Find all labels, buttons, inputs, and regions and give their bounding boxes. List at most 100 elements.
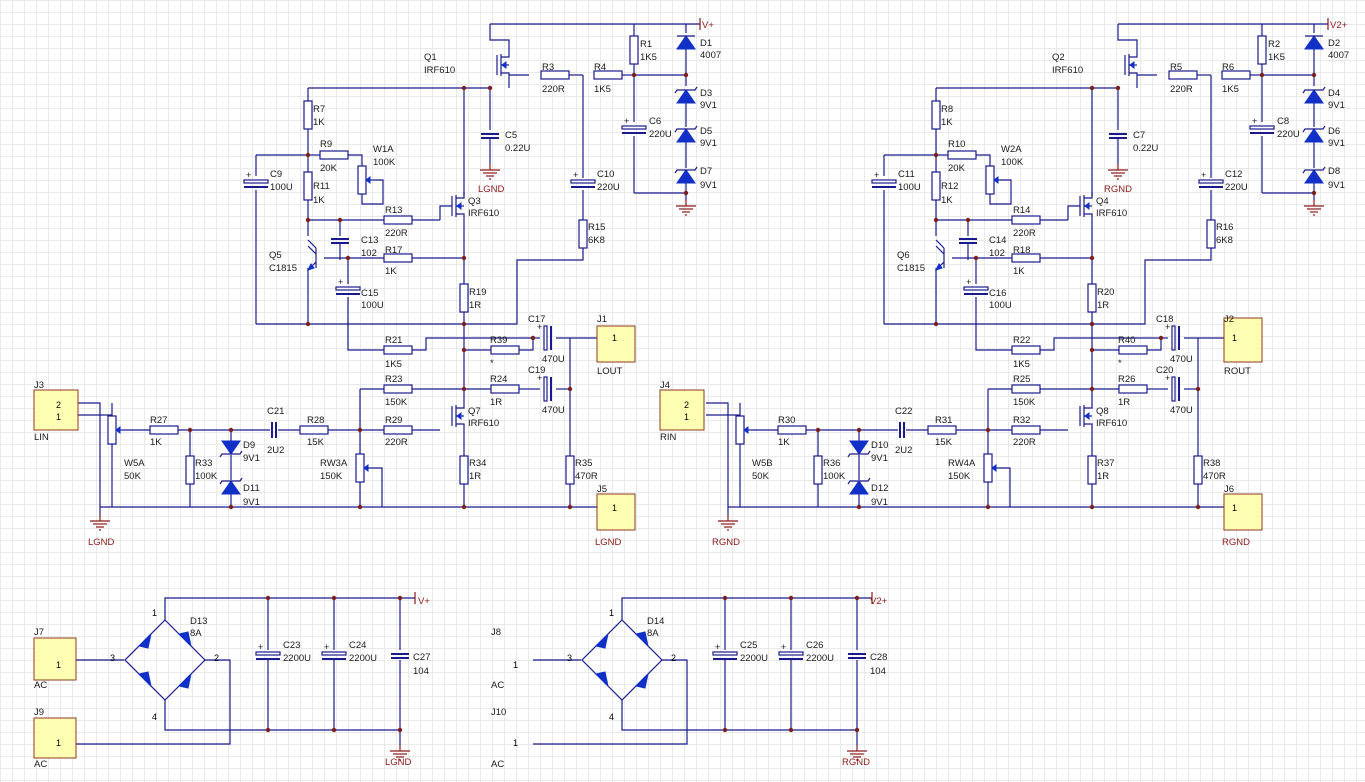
junction-dot [856, 504, 862, 510]
label-w5a: W5A [124, 458, 145, 469]
label-r31v: 15K [935, 437, 953, 448]
q5-transistor [307, 245, 317, 271]
j4-connector [659, 389, 705, 431]
label-c5: C5 [505, 130, 517, 141]
r11-resistor [303, 171, 313, 201]
label-d8v: 9V1 [1328, 180, 1345, 191]
label-r12: R12 [941, 181, 958, 192]
label-d13: D13 [190, 616, 207, 627]
r7-resistor [303, 100, 313, 130]
r5-resistor [1168, 70, 1198, 80]
label-r11v: 1K [313, 195, 325, 206]
label-rin: RIN [660, 432, 677, 443]
j1-connector [596, 325, 636, 363]
label-ac4: AC [491, 759, 504, 770]
r28-resistor [299, 425, 329, 435]
junction-dot [337, 217, 343, 223]
label-rw4av: 150K [948, 471, 971, 482]
label-j4p2: 2 [684, 400, 689, 410]
junction-dot [567, 386, 573, 392]
label-c23: C23 [283, 640, 300, 651]
junction-dot [933, 217, 939, 223]
rw3a-potentiometer [355, 453, 372, 483]
label-r26: R26 [1118, 374, 1135, 385]
c21-capacitor [271, 422, 277, 438]
svg-text:+: + [874, 170, 879, 180]
label-c18: C18 [1156, 314, 1173, 325]
r9-resistor [319, 150, 349, 160]
junction-dot [985, 427, 991, 433]
label-r15v: 6K8 [588, 235, 605, 246]
svg-text:+: + [781, 642, 786, 652]
label-r3v: 220R [542, 84, 565, 95]
label-rgnd3: RGND [712, 537, 740, 548]
label-j5: J5 [597, 484, 607, 495]
junction-dot [331, 595, 337, 601]
j2-connector [1223, 317, 1263, 363]
r40-resistor [1118, 345, 1148, 355]
d5-zener-diode [674, 125, 698, 143]
label-c9: C9 [270, 169, 282, 180]
label-c24: C24 [349, 640, 366, 651]
label-c6: C6 [649, 116, 661, 127]
label-j10: J10 [491, 707, 506, 718]
label-c12: C12 [1225, 169, 1242, 180]
label-d2: D2 [1328, 38, 1340, 49]
label-lin: LIN [34, 432, 49, 443]
label-c16: C16 [989, 288, 1006, 299]
label-j6: J6 [1224, 484, 1234, 495]
r18-resistor [1011, 253, 1041, 263]
label-q5v: C1815 [269, 263, 297, 274]
label-ac1: AC [34, 680, 47, 691]
label-c14v: 102 [989, 248, 1005, 259]
junction-dot [228, 504, 234, 510]
c24-electrolytic-capacitor: + [321, 642, 347, 660]
junction-dot [1089, 255, 1095, 261]
junction-dot [933, 152, 939, 158]
label-r13: R13 [385, 205, 402, 216]
q7-mosfet [451, 402, 465, 430]
junction-dot [965, 217, 971, 223]
label-j3p1: 1 [56, 412, 61, 422]
r17-resistor [383, 253, 413, 263]
c9-electrolytic-capacitor: + [243, 170, 269, 188]
label-q2v: IRF610 [1052, 65, 1083, 76]
label-r40: R40 [1118, 335, 1135, 346]
junction-dot [265, 727, 271, 733]
c25-electrolytic-capacitor: + [712, 642, 738, 660]
label-c28: C28 [870, 652, 887, 663]
lgnd-c-ground-symbol [90, 515, 110, 531]
label-j9: J9 [34, 707, 44, 718]
label-r21v: 1K5 [385, 359, 402, 370]
label-r25v: 150K [1013, 397, 1036, 408]
junction-dot [933, 321, 939, 327]
r10-resistor [947, 150, 977, 160]
label-r34v: 1R [469, 471, 481, 482]
junction-dot [530, 335, 536, 341]
label-j7: J7 [34, 627, 44, 638]
junction-dot [1195, 504, 1201, 510]
label-d11: D11 [243, 483, 260, 494]
label-c11: C11 [898, 169, 915, 180]
label-r33v: 100K [195, 471, 218, 482]
label-w5bv: 50K [752, 471, 770, 482]
label-q4v: IRF610 [1096, 208, 1127, 219]
label-lout: LOUT [597, 366, 623, 377]
label-rgnd: RGND [1104, 184, 1132, 195]
label-r7: R7 [313, 104, 325, 115]
r38-resistor [1193, 455, 1203, 485]
r26-resistor [1118, 384, 1148, 394]
label-r5v: 220R [1170, 84, 1193, 95]
r14-resistor [1011, 215, 1041, 225]
junction-dot [1195, 386, 1201, 392]
svg-text:+: + [258, 642, 263, 652]
q8-mosfet [1079, 402, 1093, 430]
label-q4: Q4 [1096, 196, 1109, 207]
c20-electrolytic-capacitor: + [1165, 373, 1180, 402]
label-j2: J2 [1224, 314, 1234, 325]
d14-bridge-rectifier [581, 619, 663, 701]
label-rw3a: RW3A [320, 458, 348, 469]
label-c25: C25 [740, 640, 757, 651]
label-r16v: 6K8 [1216, 235, 1233, 246]
label-j4p1: 1 [684, 412, 689, 422]
